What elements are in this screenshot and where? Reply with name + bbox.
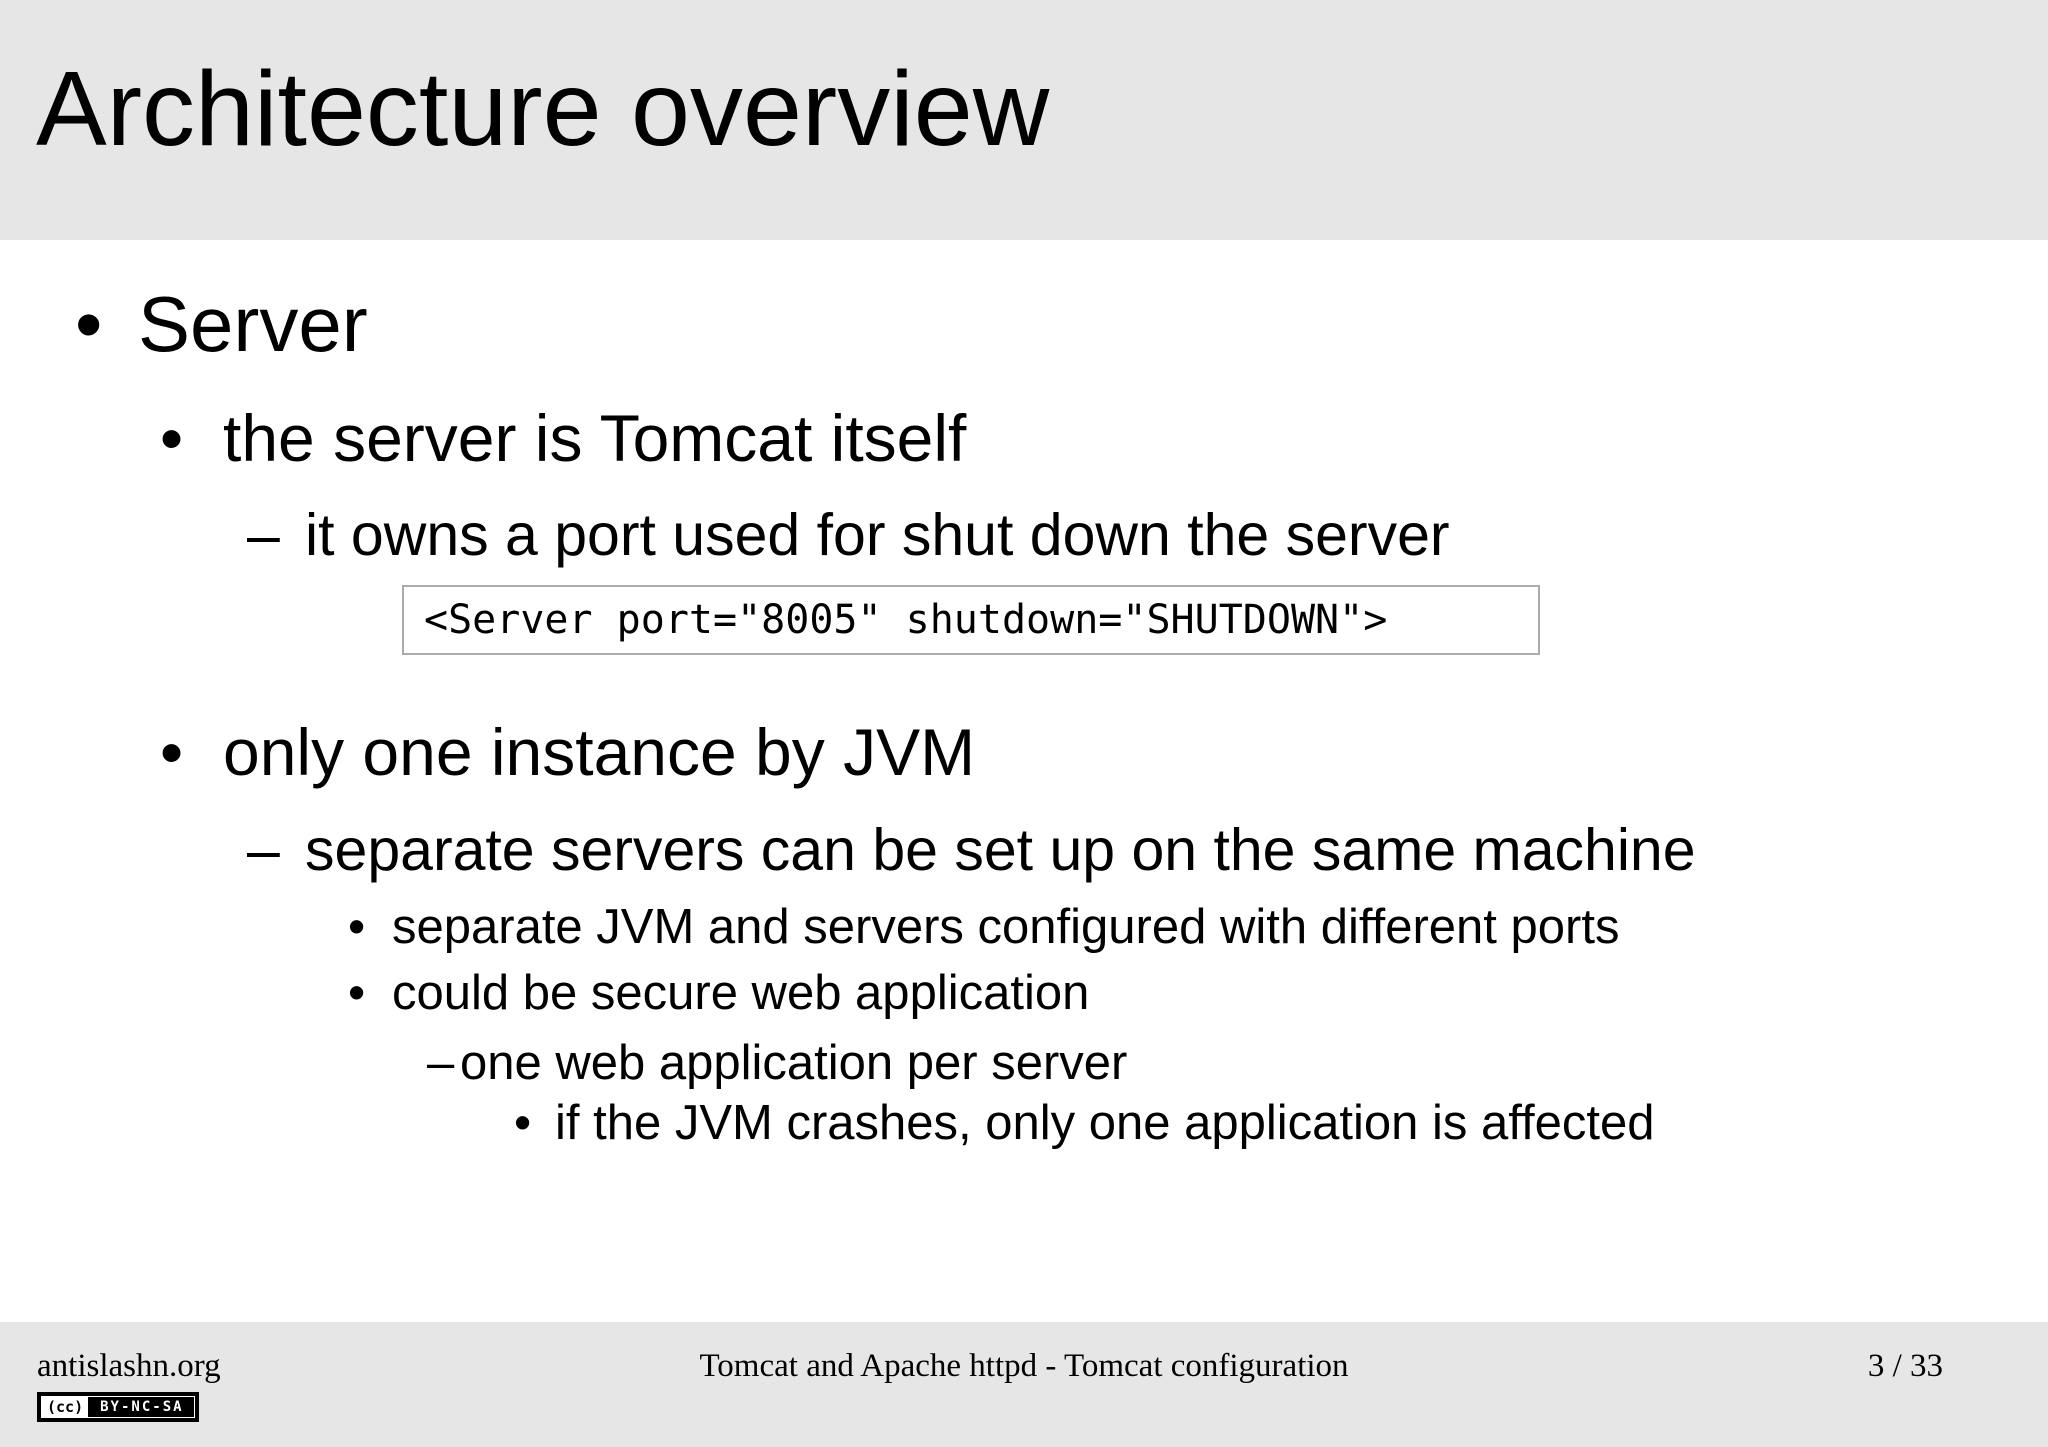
dash-icon: –: [427, 1036, 455, 1090]
list-item-one-instance-jvm: • only one instance by JVM: [160, 719, 975, 785]
dash-icon: –: [247, 817, 280, 883]
code-box: <Server port="8005" shutdown="SHUTDOWN">: [402, 585, 1540, 655]
list-item-tomcat-itself: • the server is Tomcat itself: [160, 405, 966, 471]
list-item-text: if the JVM crashes, only one application…: [555, 1096, 1655, 1150]
bullet-icon: •: [514, 1096, 532, 1150]
cc-license-label: BY-NC-SA: [88, 1397, 194, 1417]
dash-icon: –: [247, 502, 280, 568]
list-item-separate-servers: – separate servers can be set up on the …: [247, 821, 1696, 880]
list-item-secure-web-application: • could be secure web application: [348, 969, 1089, 1018]
list-item-text: only one instance by JVM: [223, 715, 976, 789]
list-item-text: one web application per server: [460, 1036, 1128, 1090]
footer-deck-title: Tomcat and Apache httpd - Tomcat configu…: [699, 1348, 1349, 1384]
page-number: 3 / 33: [1867, 1348, 1943, 1384]
list-item-text: separate JVM and servers configured with…: [392, 900, 1620, 954]
bullet-icon: •: [348, 900, 366, 954]
code-snippet: <Server port="8005" shutdown="SHUTDOWN">: [424, 597, 1388, 643]
cc-logo-icon: (cc): [42, 1397, 89, 1417]
list-item-text: Server: [138, 280, 368, 368]
bullet-icon: •: [75, 280, 103, 368]
footer-site-text: antislashn.org: [37, 1348, 221, 1384]
bullet-icon: •: [348, 966, 366, 1020]
cc-license-badge: (cc) BY-NC-SA: [37, 1392, 199, 1422]
list-item-jvm-crash-isolation: • if the JVM crashes, only one applicati…: [514, 1099, 1655, 1148]
bullet-icon: •: [160, 715, 184, 789]
list-item-server: • Server: [75, 285, 368, 363]
cc-license-badge-inner: (cc) BY-NC-SA: [41, 1396, 195, 1418]
list-item-text: separate servers can be set up on the sa…: [305, 817, 1696, 883]
title-band: Architecture overview: [0, 0, 2048, 240]
list-item-text: it owns a port used for shut down the se…: [305, 502, 1450, 568]
list-item-text: could be secure web application: [392, 966, 1090, 1020]
footer: antislashn.org Tomcat and Apache httpd -…: [0, 1322, 2048, 1447]
list-item-one-app-per-server: – one web application per server: [427, 1039, 1127, 1088]
list-item-separate-jvm-ports: • separate JVM and servers configured wi…: [348, 903, 1619, 952]
list-item-shutdown-port: – it owns a port used for shut down the …: [247, 506, 1450, 565]
page-title: Architecture overview: [36, 50, 1050, 168]
bullet-icon: •: [160, 401, 184, 475]
list-item-text: the server is Tomcat itself: [223, 401, 967, 475]
